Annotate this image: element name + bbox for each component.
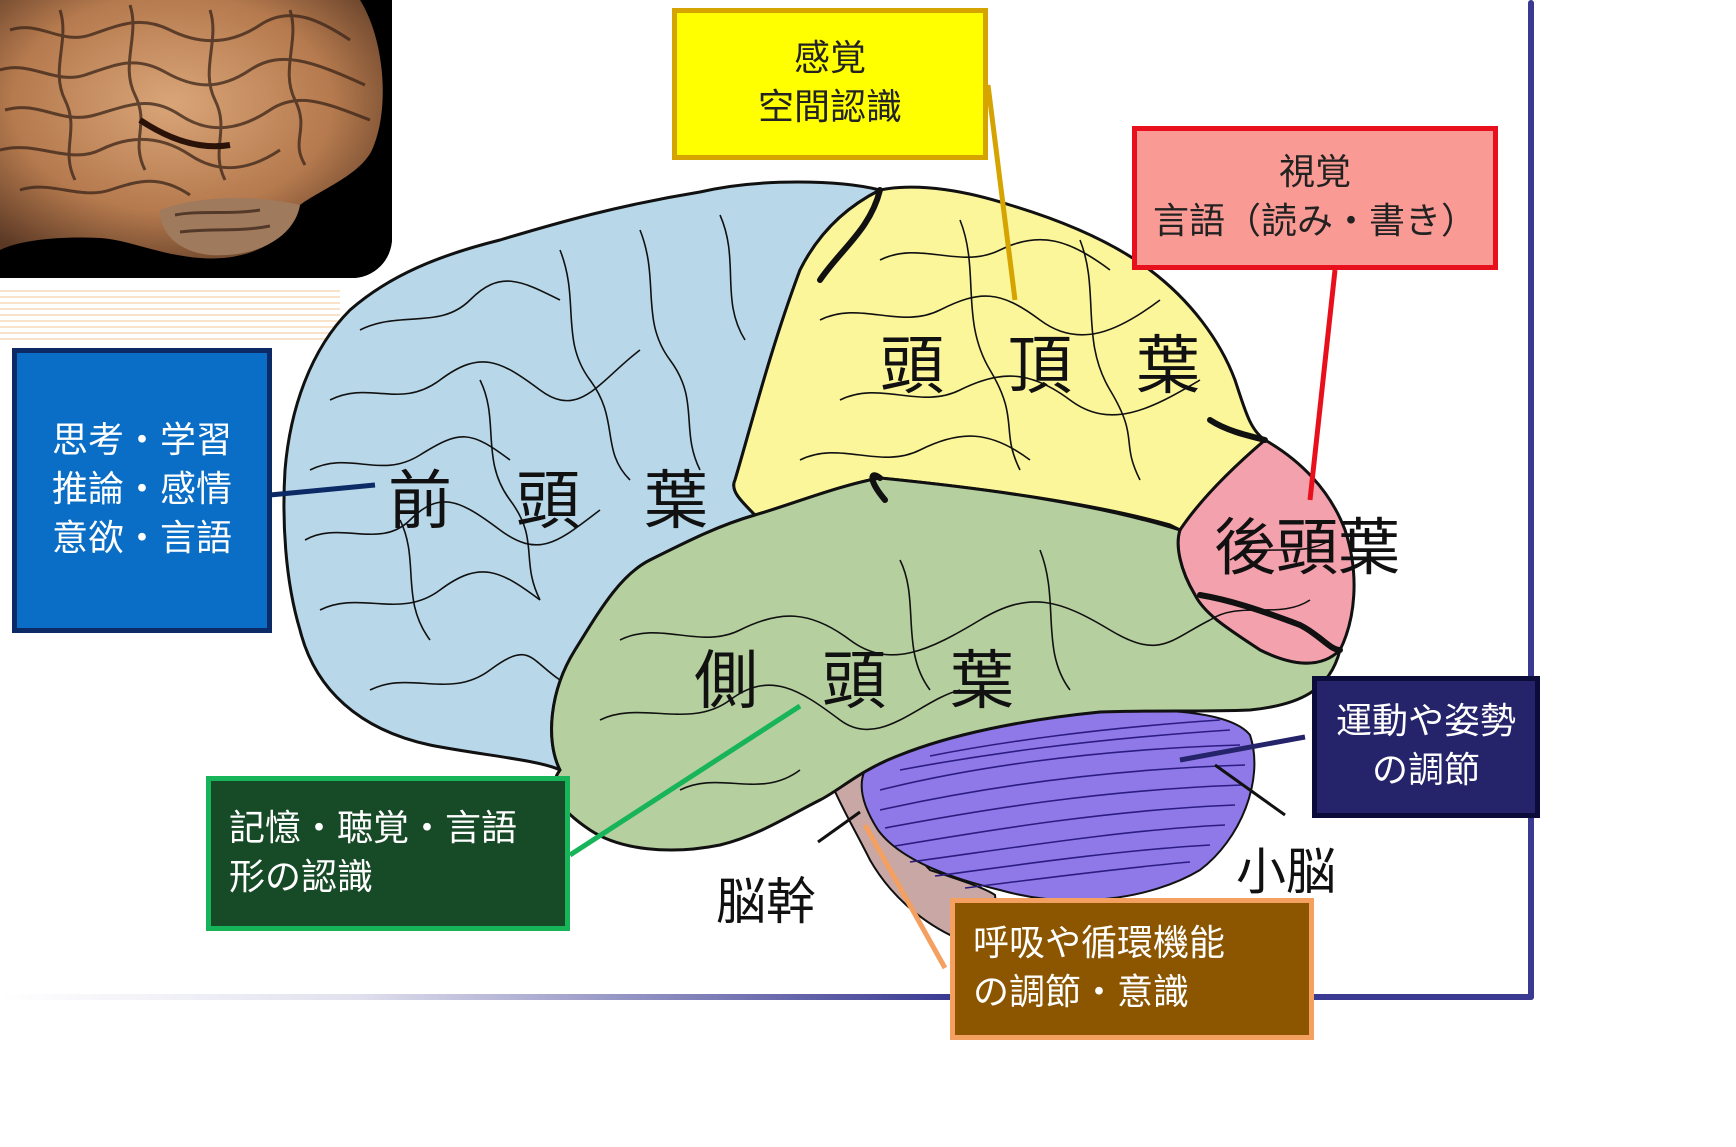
occipital-function-box: 視覚 言語（読み・書き） <box>1132 126 1498 270</box>
occipital-lobe-label: 後頭葉 <box>1214 511 1401 584</box>
major-sulci <box>817 187 1343 653</box>
cerebellum-label: 小脳 <box>1236 843 1336 901</box>
cerebellum-folia <box>879 719 1246 889</box>
frontal-function-line: 思考・学習 <box>51 420 232 462</box>
frontal-function-line: 意欲・言語 <box>51 517 232 559</box>
cerebellum-function-line: の調節 <box>1371 750 1480 791</box>
brainstem-pointer-line <box>817 810 861 844</box>
temporal-function-box: 記憶・聴覚・言語 形の認識 <box>206 776 570 931</box>
occipital-function-line: 言語（読み・書き） <box>1152 201 1477 242</box>
parietal-leader-line <box>985 84 1018 301</box>
frontal-function-box: 思考・学習 推論・感情 意欲・言語 <box>12 348 272 633</box>
cerebellum-function-line: 運動や姿勢 <box>1335 701 1516 743</box>
parietal-lobe-label: 頭 頂 葉 <box>880 330 1200 404</box>
brainstem-label: 脳幹 <box>716 873 816 931</box>
frontal-lobe-label: 前 頭 葉 <box>388 465 708 539</box>
brainstem-function-line: 呼吸や循環機能 <box>973 923 1226 965</box>
frontal-function-line: 推論・感情 <box>51 469 232 511</box>
cerebellum-pointer-line <box>1214 763 1286 817</box>
brain-diagram <box>269 84 1356 970</box>
slide-frame-bottom-edge <box>0 994 1534 1000</box>
slide-frame-right-edge <box>1528 0 1534 1000</box>
parietal-lobe-region <box>732 185 1268 532</box>
parietal-function-line: 空間認識 <box>757 87 902 128</box>
brain-photo <box>0 0 392 278</box>
decorative-stripes <box>0 290 340 340</box>
temporal-function-line: 形の認識 <box>229 856 374 898</box>
parietal-function-box: 感覚 空間認識 <box>672 8 988 160</box>
temporal-leader-line <box>568 703 802 858</box>
brainstem-leader-line <box>862 823 948 970</box>
brain-photo-icon <box>0 0 392 278</box>
parietal-function-line: 感覚 <box>793 38 866 80</box>
gyri-lines <box>304 214 1331 791</box>
occipital-leader-line <box>1307 269 1338 501</box>
temporal-function-line: 記憶・聴覚・言語 <box>229 807 518 849</box>
frontal-leader-line <box>269 482 376 498</box>
cerebellum-function-box: 運動や姿勢 の調節 <box>1312 676 1540 818</box>
temporal-lobe-label: 側 頭 葉 <box>694 645 1014 719</box>
occipital-function-line: 視覚 <box>1278 152 1351 194</box>
cerebellum-leader-line <box>1179 734 1306 763</box>
brainstem-function-line: の調節・意識 <box>973 972 1190 1013</box>
brainstem-function-box: 呼吸や循環機能 の調節・意識 <box>950 898 1314 1040</box>
